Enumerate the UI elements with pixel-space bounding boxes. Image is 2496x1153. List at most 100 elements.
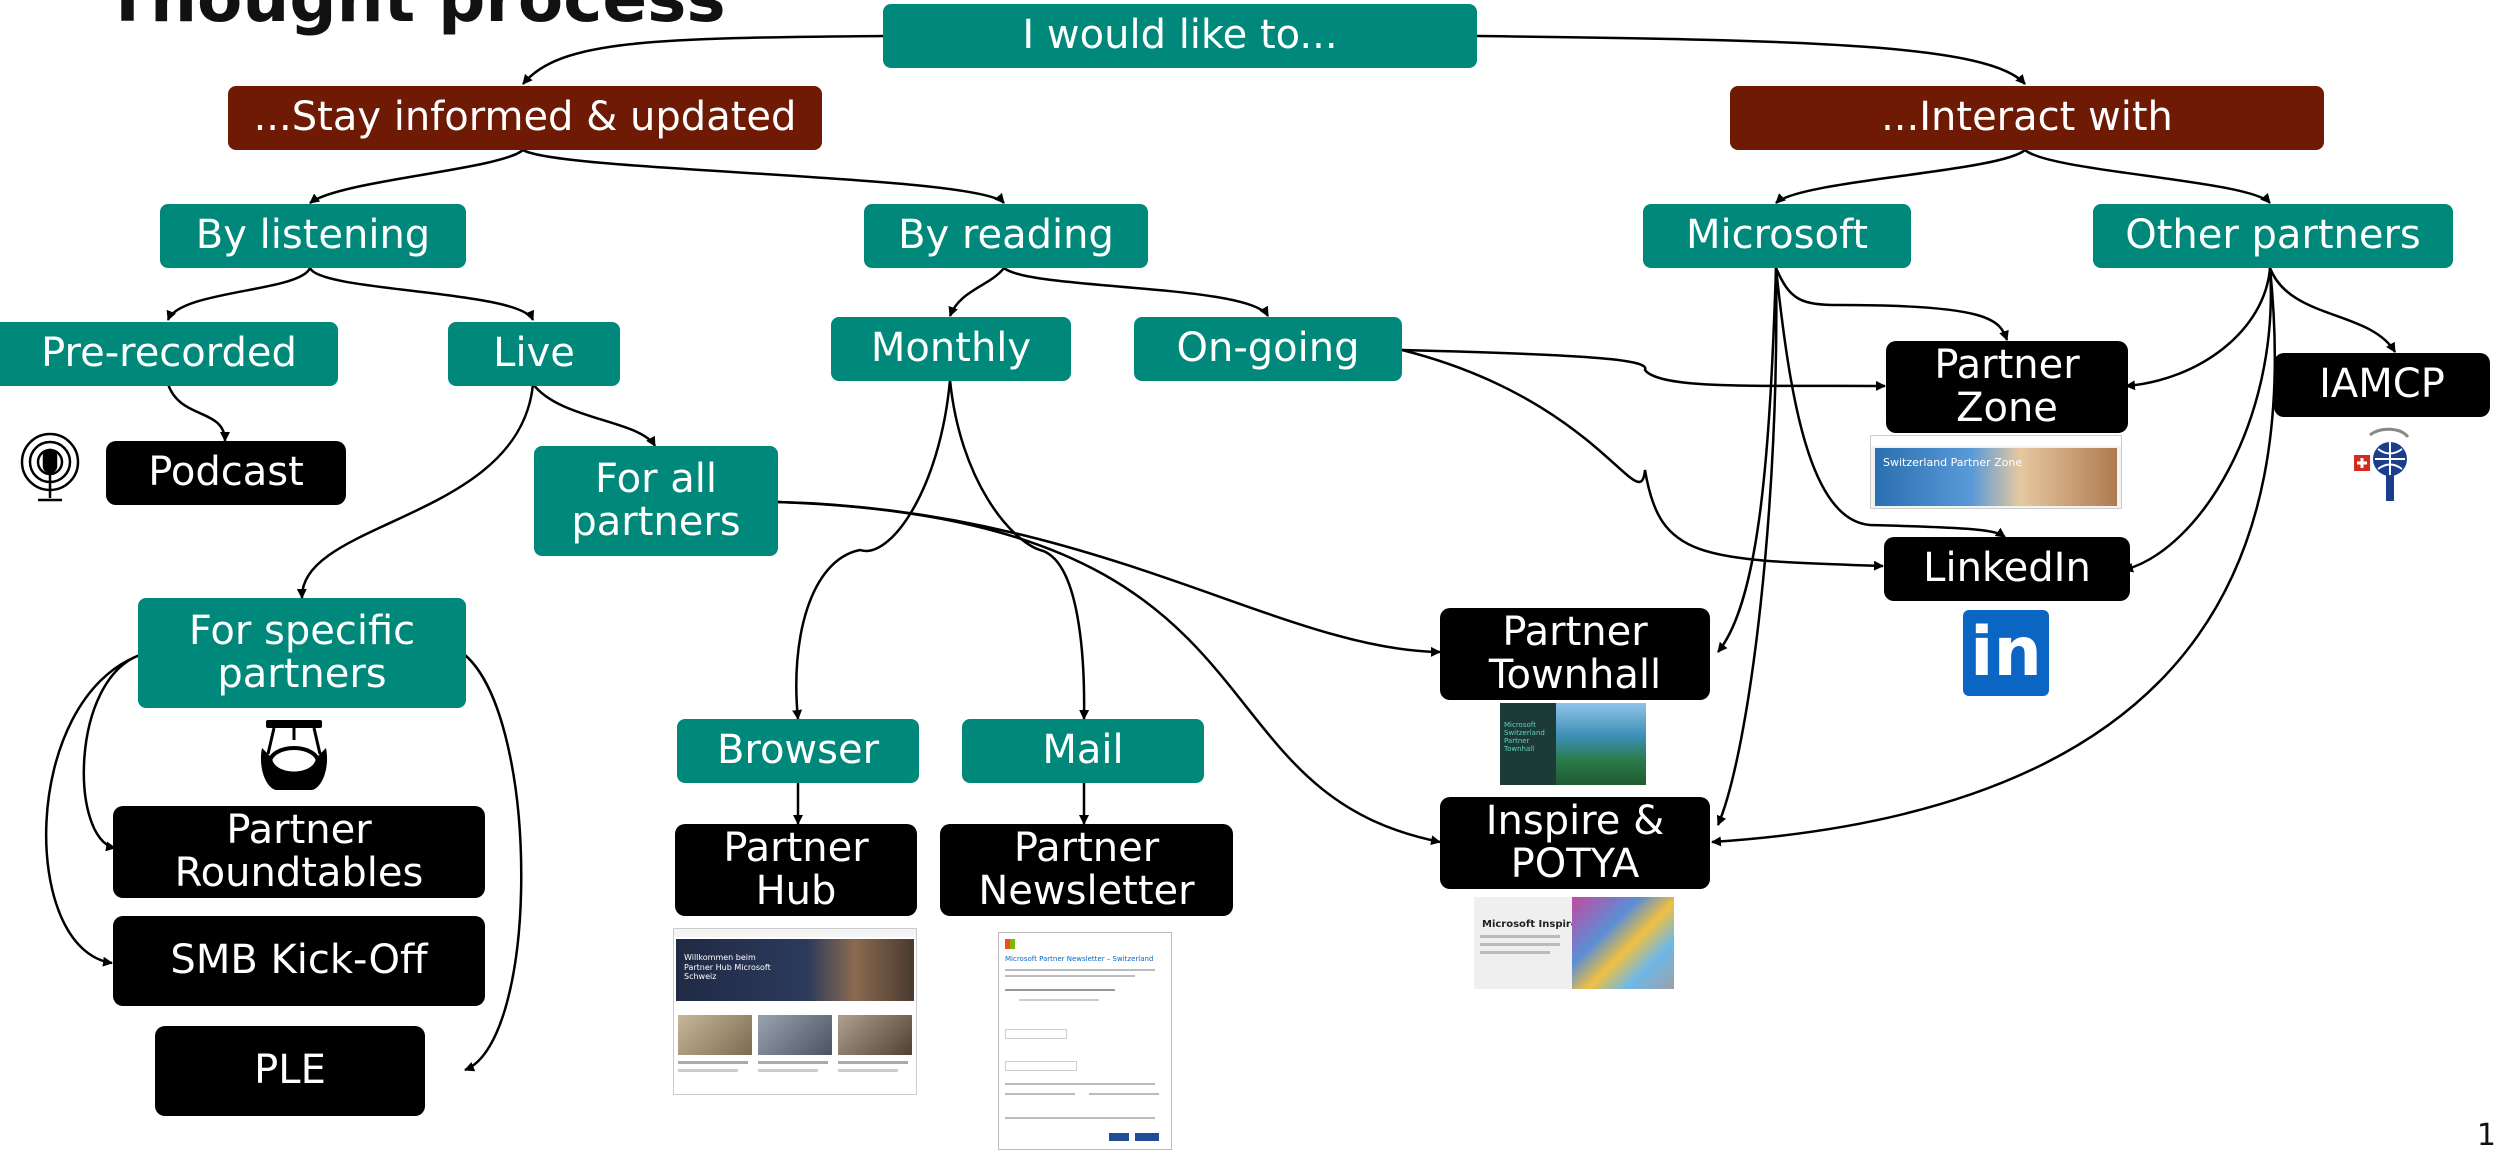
node-for-all-partners: For all partners [534,446,778,556]
podcast-microphone-icon [20,432,80,502]
node-by-listening: By listening [160,204,466,268]
node-live: Live [448,322,620,386]
node-browser: Browser [677,719,919,783]
edge-reading-monthly [948,267,1005,317]
newsletter-shot-line [1005,975,1135,977]
townhall-shot-text: Microsoft Switzerland Partner Townhall [1504,721,1558,753]
output-iamcp: IAMCP [2274,353,2490,417]
edge-microsoft-inspire [1716,267,1778,826]
iamcp-globe-logo-icon [2354,427,2410,501]
zone-line-2: Zone [1956,385,2058,431]
node-by-reading: By reading [864,204,1148,268]
output-smb-kickoff: SMB Kick-Off [113,916,485,1006]
partner-hub-screenshot: Willkommen beim Partner Hub Microsoft Sc… [673,928,917,1095]
hub-line-1: Partner [723,824,869,871]
node-mail: Mail [962,719,1204,783]
output-inspire-potya: Inspire & POTYA [1440,797,1710,889]
townhall-line-2: Townhall [1488,652,1662,698]
edge-specific-smb [44,653,141,967]
node-other-partners: Other partners [2093,204,2453,268]
newsletter-shot-line [1005,989,1115,991]
edge-listening-prerecorded [166,267,312,321]
hub-shot-text-line [758,1061,828,1064]
edge-other-zone [2125,267,2272,391]
edge-other-inspire [1711,267,2277,847]
edge-root-stay [522,34,886,85]
edge-monthly-mail [948,379,1090,720]
edge-interact-other [2024,148,2271,204]
townhall-shot-line-3: Partner Townhall [1504,737,1535,754]
inspire-line-1: Inspire & [1485,797,1665,844]
edge-reading-ongoing [1003,266,1270,317]
node-monthly: Monthly [831,317,1071,381]
zone-shot-banner-text: Switzerland Partner Zone [1883,456,2023,469]
hub-shot-text-line [758,1069,818,1072]
hub-shot-text-line [678,1069,738,1072]
edge-microsoft-zone [1774,267,2009,341]
zone-shot-banner [1875,448,2117,506]
for-specific-line-1: For specific [188,607,416,654]
newsletter-shot-field [1005,1061,1077,1071]
edge-live-forall [532,383,657,447]
edge-monthly-browser [792,379,952,720]
partner-zone-screenshot: Switzerland Partner Zone [1870,435,2122,509]
edge-ongoing-zone [1401,348,1886,391]
output-ple: PLE [155,1026,425,1116]
inspire-shot-art [1572,897,1674,989]
output-partner-roundtables: Partner Roundtables [113,806,485,898]
townhall-shot-line-1: Microsoft [1504,721,1536,729]
edge-interact-microsoft [1775,148,2026,204]
linkedin-logo-icon: in [1963,610,2049,696]
roundtables-line-2: Roundtables [174,850,424,896]
hub-shot-card-image [758,1015,832,1055]
edge-other-linkedin [2123,267,2273,573]
inspire-shot-line [1480,951,1550,954]
for-all-line-1: For all [595,455,717,502]
edge-stay-listening [309,148,524,205]
inspire-shot-line [1480,943,1560,946]
newsletter-shot-line [1005,1117,1155,1119]
output-partner-hub: Partner Hub [675,824,917,916]
hub-shot-line-1: Willkommen beim [684,953,756,962]
newsletter-screenshot: Microsoft Partner Newsletter – Switzerla… [998,932,1172,1150]
hub-shot-hero [676,939,914,1001]
newsletter-shot-logo [1005,939,1015,949]
newsletter-shot-line [1089,1093,1159,1095]
roundtable-icon [260,720,328,790]
page-number: 1 [2476,1118,2496,1153]
node-pre-recorded: Pre-recorded [0,322,338,386]
output-partner-newsletter: Partner Newsletter [940,824,1233,916]
root-node: I would like to... [883,4,1477,68]
for-all-line-2: partners [571,499,741,545]
hub-shot-text-line [838,1069,898,1072]
branch-interact-with: ...Interact with [1730,86,2324,150]
hub-shot-card-image [678,1015,752,1055]
townhall-shot-photo [1556,703,1646,785]
hub-line-2: Hub [755,868,837,914]
output-podcast: Podcast [106,441,346,505]
newsletter-shot-line [1019,999,1099,1001]
output-partner-zone: Partner Zone [1886,341,2128,433]
inspire-shot-title: Microsoft Inspire [1482,919,1578,930]
zone-shot-header [1871,436,2121,446]
newsletter-shot-line [1005,969,1155,971]
inspire-line-2: POTYA [1510,841,1640,887]
edge-microsoft-townhall [1717,267,1778,653]
inspire-shot-line [1480,935,1560,938]
edge-microsoft-linkedin [1774,267,2006,539]
edge-forall-inspire [777,500,1441,846]
newsletter-shot-line [1005,1083,1155,1085]
slide-title: Thought process [105,0,726,37]
edge-listening-live [308,267,535,321]
edge-other-iamcp [2268,267,2397,353]
townhall-shot-line-2: Switzerland [1504,729,1545,738]
output-partner-townhall: Partner Townhall [1440,608,1710,700]
branch-stay-informed: ...Stay informed & updated [228,86,822,150]
node-microsoft: Microsoft [1643,204,1911,268]
newsletter-shot-button [1135,1133,1159,1141]
inspire-screenshot: Microsoft Inspire [1474,897,1674,989]
hub-shot-text-line [678,1061,748,1064]
newsletter-line-1: Partner [1013,824,1160,871]
